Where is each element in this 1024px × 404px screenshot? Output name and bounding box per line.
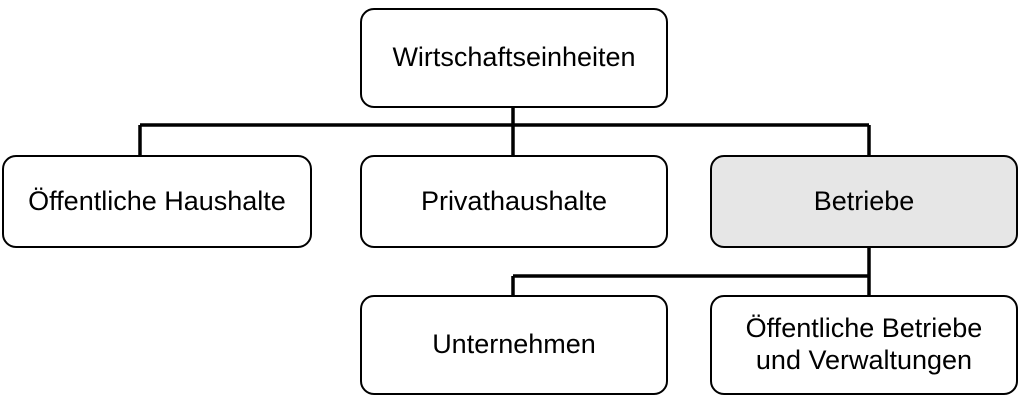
- node-label: Unternehmen: [432, 329, 596, 360]
- node-label: Betriebe: [813, 185, 915, 216]
- node-privathaushalte[interactable]: Privathaushalte: [360, 155, 668, 248]
- node-label: Privathaushalte: [420, 185, 608, 216]
- node-unternehmen[interactable]: Unternehmen: [360, 295, 668, 395]
- node-label: Wirtschaftseinheiten: [392, 42, 636, 73]
- node-oeffentliche-betriebe-und-verwaltungen[interactable]: Öffentliche Betriebe und Verwaltungen: [710, 295, 1018, 395]
- node-betriebe[interactable]: Betriebe: [710, 155, 1018, 248]
- node-wirtschaftseinheiten[interactable]: Wirtschaftseinheiten: [360, 8, 668, 108]
- node-label: Öffentliche Haushalte: [28, 185, 286, 216]
- node-label: Öffentliche Betriebe und Verwaltungen: [745, 313, 983, 375]
- node-oeffentliche-haushalte[interactable]: Öffentliche Haushalte: [2, 155, 312, 248]
